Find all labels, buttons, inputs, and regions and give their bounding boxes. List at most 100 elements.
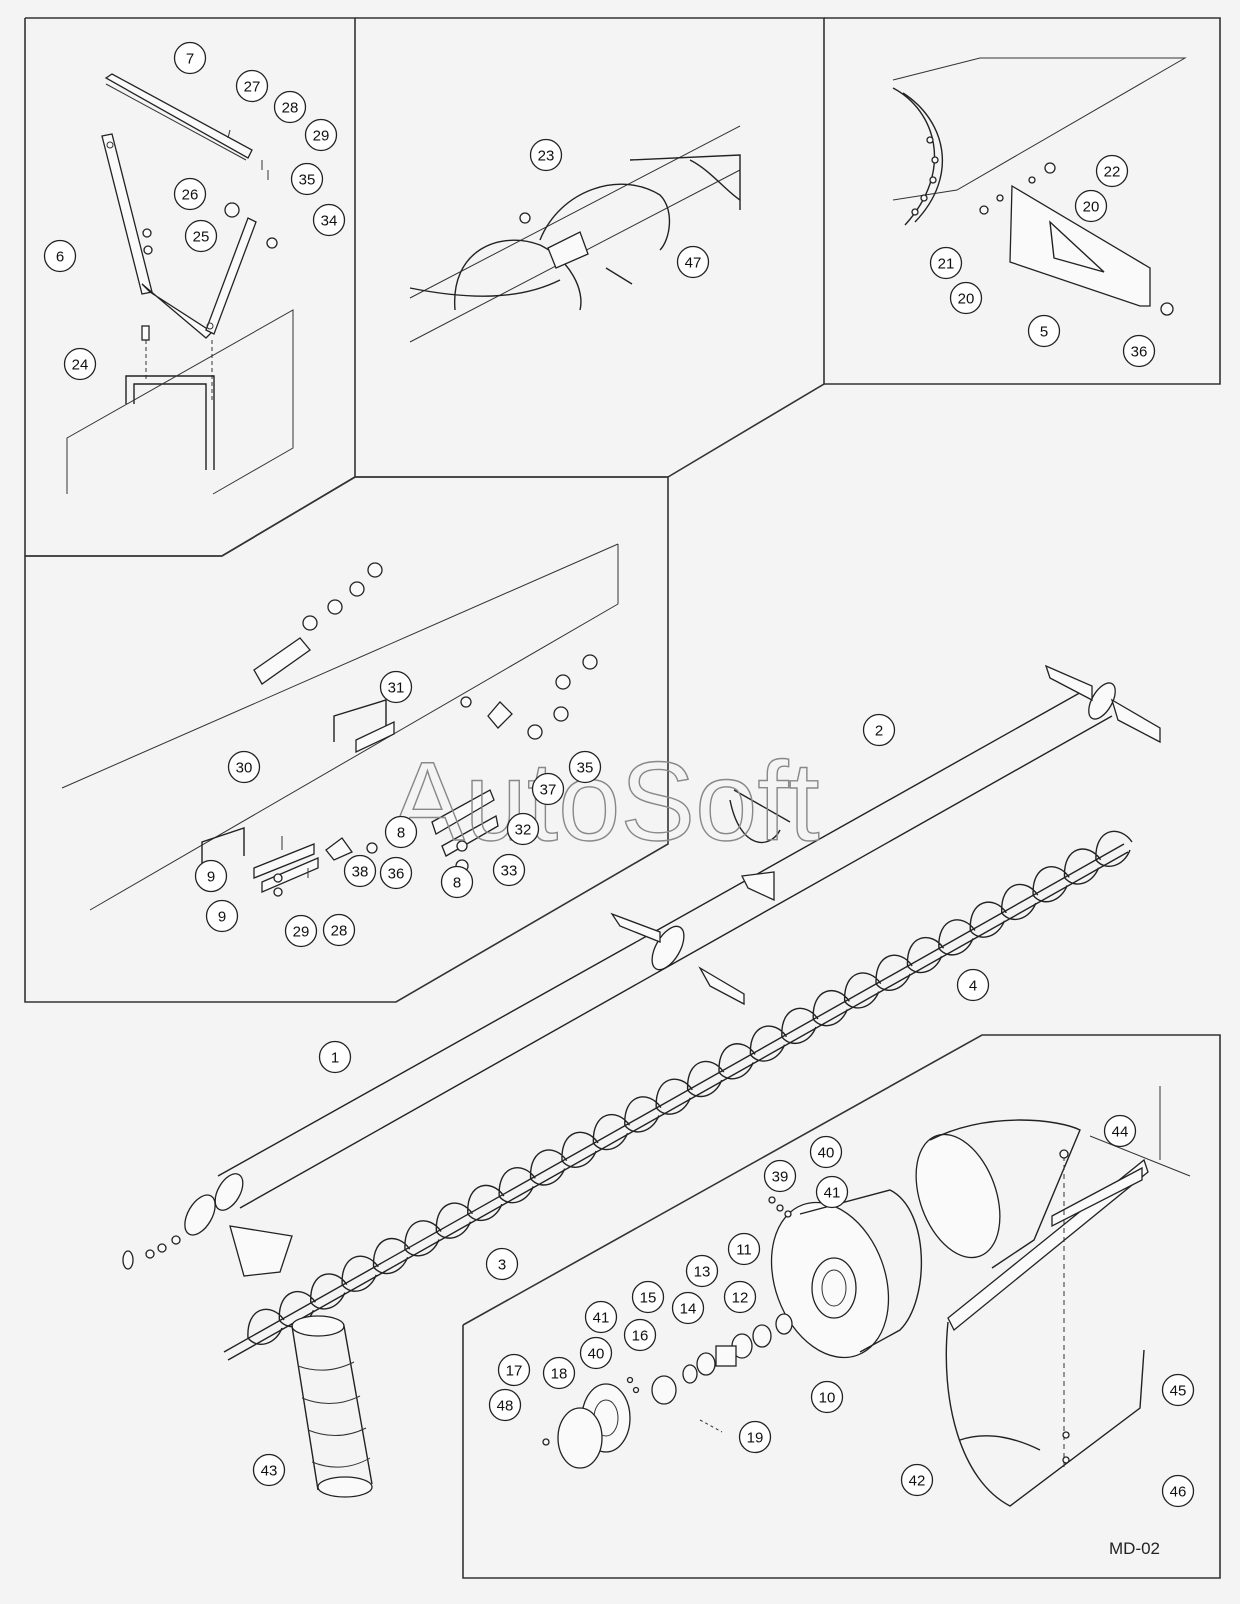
callout-number: 12 — [732, 1290, 749, 1307]
callout-number: 19 — [747, 1430, 764, 1447]
callout-number: 39 — [772, 1169, 789, 1186]
callout-number: 29 — [293, 924, 310, 941]
callout-circle — [304, 118, 338, 152]
callout-c36b: 36 — [379, 856, 413, 890]
callout-number: 1 — [331, 1050, 339, 1067]
diagram-code: MD-02 — [1109, 1539, 1160, 1558]
callout-c27: 27 — [235, 69, 269, 103]
detail-end-bracket — [892, 57, 1187, 316]
callout-circle — [173, 41, 207, 75]
callout-c8b: 8 — [440, 865, 474, 899]
callout-number: 47 — [685, 255, 702, 272]
callout-c9b: 9 — [205, 899, 239, 933]
callout-c12: 12 — [723, 1280, 757, 1314]
callout-c15: 15 — [631, 1280, 665, 1314]
callout-number: 11 — [736, 1242, 752, 1259]
callout-number: 44 — [1112, 1124, 1129, 1141]
callout-c6: 6 — [43, 239, 77, 273]
callout-circle — [900, 1463, 934, 1497]
callout-number: 10 — [819, 1390, 836, 1407]
callout-number: 28 — [331, 923, 348, 940]
callout-c4: 4 — [956, 968, 990, 1002]
callout-circle — [384, 815, 418, 849]
callout-circle — [631, 1280, 665, 1314]
callout-circle — [322, 913, 356, 947]
callout-number: 18 — [551, 1366, 568, 1383]
callout-number: 15 — [640, 1290, 657, 1307]
callout-c19: 19 — [738, 1420, 772, 1454]
callout-circle — [676, 245, 710, 279]
callout-circle — [1103, 1114, 1137, 1148]
callout-c21: 21 — [929, 246, 963, 280]
callout-circle — [809, 1135, 843, 1169]
callout-circle — [273, 90, 307, 124]
main-auger-tubes — [122, 664, 1161, 1277]
callout-number: 5 — [1040, 324, 1048, 341]
callout-circle — [235, 69, 269, 103]
panel-frames — [24, 17, 1221, 1579]
callout-number: 25 — [193, 229, 210, 246]
callout-c41b: 41 — [584, 1300, 618, 1334]
callout-number: 38 — [352, 864, 369, 881]
callout-circle — [497, 1353, 531, 1387]
callout-circle — [949, 281, 983, 315]
callout-number: 35 — [577, 760, 594, 777]
callout-circle — [312, 203, 346, 237]
callout-circle — [205, 899, 239, 933]
callout-number: 43 — [261, 1463, 278, 1480]
callout-c20b: 20 — [949, 281, 983, 315]
callout-number: 4 — [969, 978, 977, 995]
callout-circle — [318, 1040, 352, 1074]
callout-c48: 48 — [488, 1388, 522, 1422]
callout-c35b: 35 — [568, 750, 602, 784]
callout-circle — [671, 1291, 705, 1325]
callout-c17: 17 — [497, 1353, 531, 1387]
callout-c8a: 8 — [384, 815, 418, 849]
detail-drive-end — [542, 1086, 1191, 1507]
callout-number: 37 — [540, 782, 557, 799]
watermark-text: AutoSoft — [390, 739, 820, 864]
callout-number: 8 — [453, 875, 461, 892]
callout-number: 14 — [680, 1301, 697, 1318]
callout-number: 34 — [321, 213, 338, 230]
callout-number: 48 — [497, 1398, 514, 1415]
callout-circle — [284, 914, 318, 948]
callout-circle — [763, 1159, 797, 1193]
callout-number: 17 — [506, 1363, 523, 1380]
callout-c43: 43 — [252, 1453, 286, 1487]
callout-number: 22 — [1104, 164, 1121, 181]
callout-circle — [1027, 314, 1061, 348]
callout-circle — [290, 162, 324, 196]
callout-circle — [343, 854, 377, 888]
detail-mid-hardware — [61, 543, 619, 911]
callout-circle — [1074, 189, 1108, 223]
callout-circle — [956, 968, 990, 1002]
callout-number: 20 — [958, 291, 975, 308]
callout-c38: 38 — [343, 854, 377, 888]
callout-circle — [194, 859, 228, 893]
callout-number: 41 — [824, 1185, 841, 1202]
callout-c44: 44 — [1103, 1114, 1137, 1148]
callout-number: 2 — [875, 723, 883, 740]
callout-c22: 22 — [1095, 154, 1129, 188]
callout-circle — [584, 1300, 618, 1334]
callout-c29a: 29 — [304, 118, 338, 152]
callout-c46: 46 — [1161, 1474, 1195, 1508]
callout-circle — [579, 1336, 613, 1370]
callout-number: 41 — [593, 1310, 610, 1327]
callout-number: 8 — [397, 825, 405, 842]
callout-number: 26 — [182, 187, 199, 204]
callout-circle — [173, 177, 207, 211]
callout-circle — [440, 865, 474, 899]
callout-c42: 42 — [900, 1463, 934, 1497]
callout-c16: 16 — [623, 1318, 657, 1352]
callout-number: 24 — [72, 357, 89, 374]
callout-circle — [568, 750, 602, 784]
callout-circle — [227, 750, 261, 784]
callout-circle — [815, 1175, 849, 1209]
callout-circle — [1095, 154, 1129, 188]
main-auger-screw — [223, 830, 1133, 1498]
callout-c9a: 9 — [194, 859, 228, 893]
